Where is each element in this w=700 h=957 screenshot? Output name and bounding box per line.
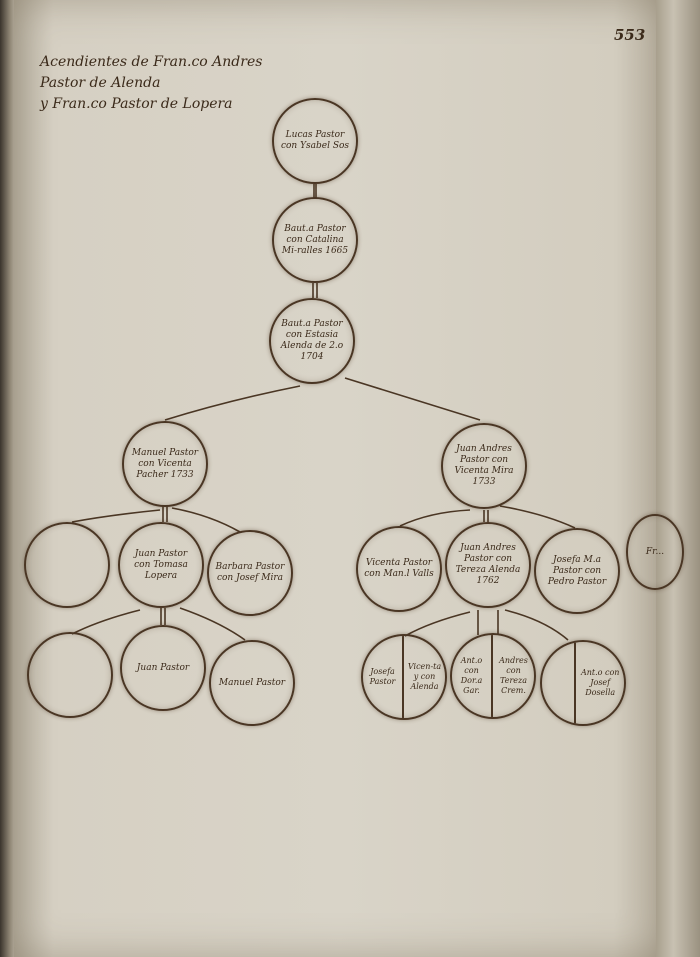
node-barbara-josef: Barbara Pastor con Josef Mira [207,530,293,616]
node-lucas-pastor: Lucas Pastor con Ysabel Sos [272,98,358,184]
node-manuel-vicenta-pacher: Manuel Pastor con Vicenta Pacher 1733 [122,421,208,507]
next-page-edge [656,0,700,957]
heading-line-3: y Fran.co Pastor de Lopera [40,96,233,112]
node-empty-2 [27,632,113,718]
josefa-left-half: Josefa Pastor [363,636,404,718]
node-juan-pastor-child: Juan Pastor [120,625,206,711]
josefa-right-half: Vicen-ta y con Alenda [407,662,442,691]
node-josefa-pedro: Josefa M.a Pastor con Pedro Pastor [534,528,620,614]
node-partial-right: Fr... [626,514,684,590]
antonio-right-half: Ant.o con Josef Dosella [580,668,620,697]
connector-to-juan-andres [344,377,481,421]
node-antonio-split: Ant.o con Josef Dosella [540,640,626,726]
node-bautista-estasia: Baut.a Pastor con Estasia Alenda de 2.o … [269,298,355,384]
heading-line-2: Pastor de Alenda [40,75,161,91]
page-heading: Acendientes de Fran.co Andres Pastor de … [40,52,280,115]
node-andres-split: Ant.o con Dor.a Gar. Andres con Tereza C… [450,633,536,719]
andres-left-half: Ant.o con Dor.a Gar. [452,635,493,717]
heading-line-1: Acendientes de Fran.co Andres [40,54,263,70]
binding-edge [0,0,16,957]
node-manuel-pastor-child: Manuel Pastor [209,640,295,726]
connector-to-manuel [164,385,301,421]
node-juan-andres-vicenta-mira: Juan Andres Pastor con Vicenta Mira 1733 [441,423,527,509]
node-juan-pastor-tomasa: Juan Pastor con Tomasa Lopera [118,522,204,608]
node-bautista-catalina: Baut.a Pastor con Catalina Mi-ralles 166… [272,197,358,283]
folio-number: 553 [614,26,646,44]
antonio-left-half [542,642,577,724]
node-vicenta-manuel-valls: Vicenta Pastor con Man.l Valls [356,526,442,612]
node-josefa-split: Josefa Pastor Vicen-ta y con Alenda [361,634,447,720]
andres-right-half: Andres con Tereza Crem. [499,656,528,695]
node-empty-1 [24,522,110,608]
node-juan-andres-tereza: Juan Andres Pastor con Tereza Alenda 176… [445,522,531,608]
